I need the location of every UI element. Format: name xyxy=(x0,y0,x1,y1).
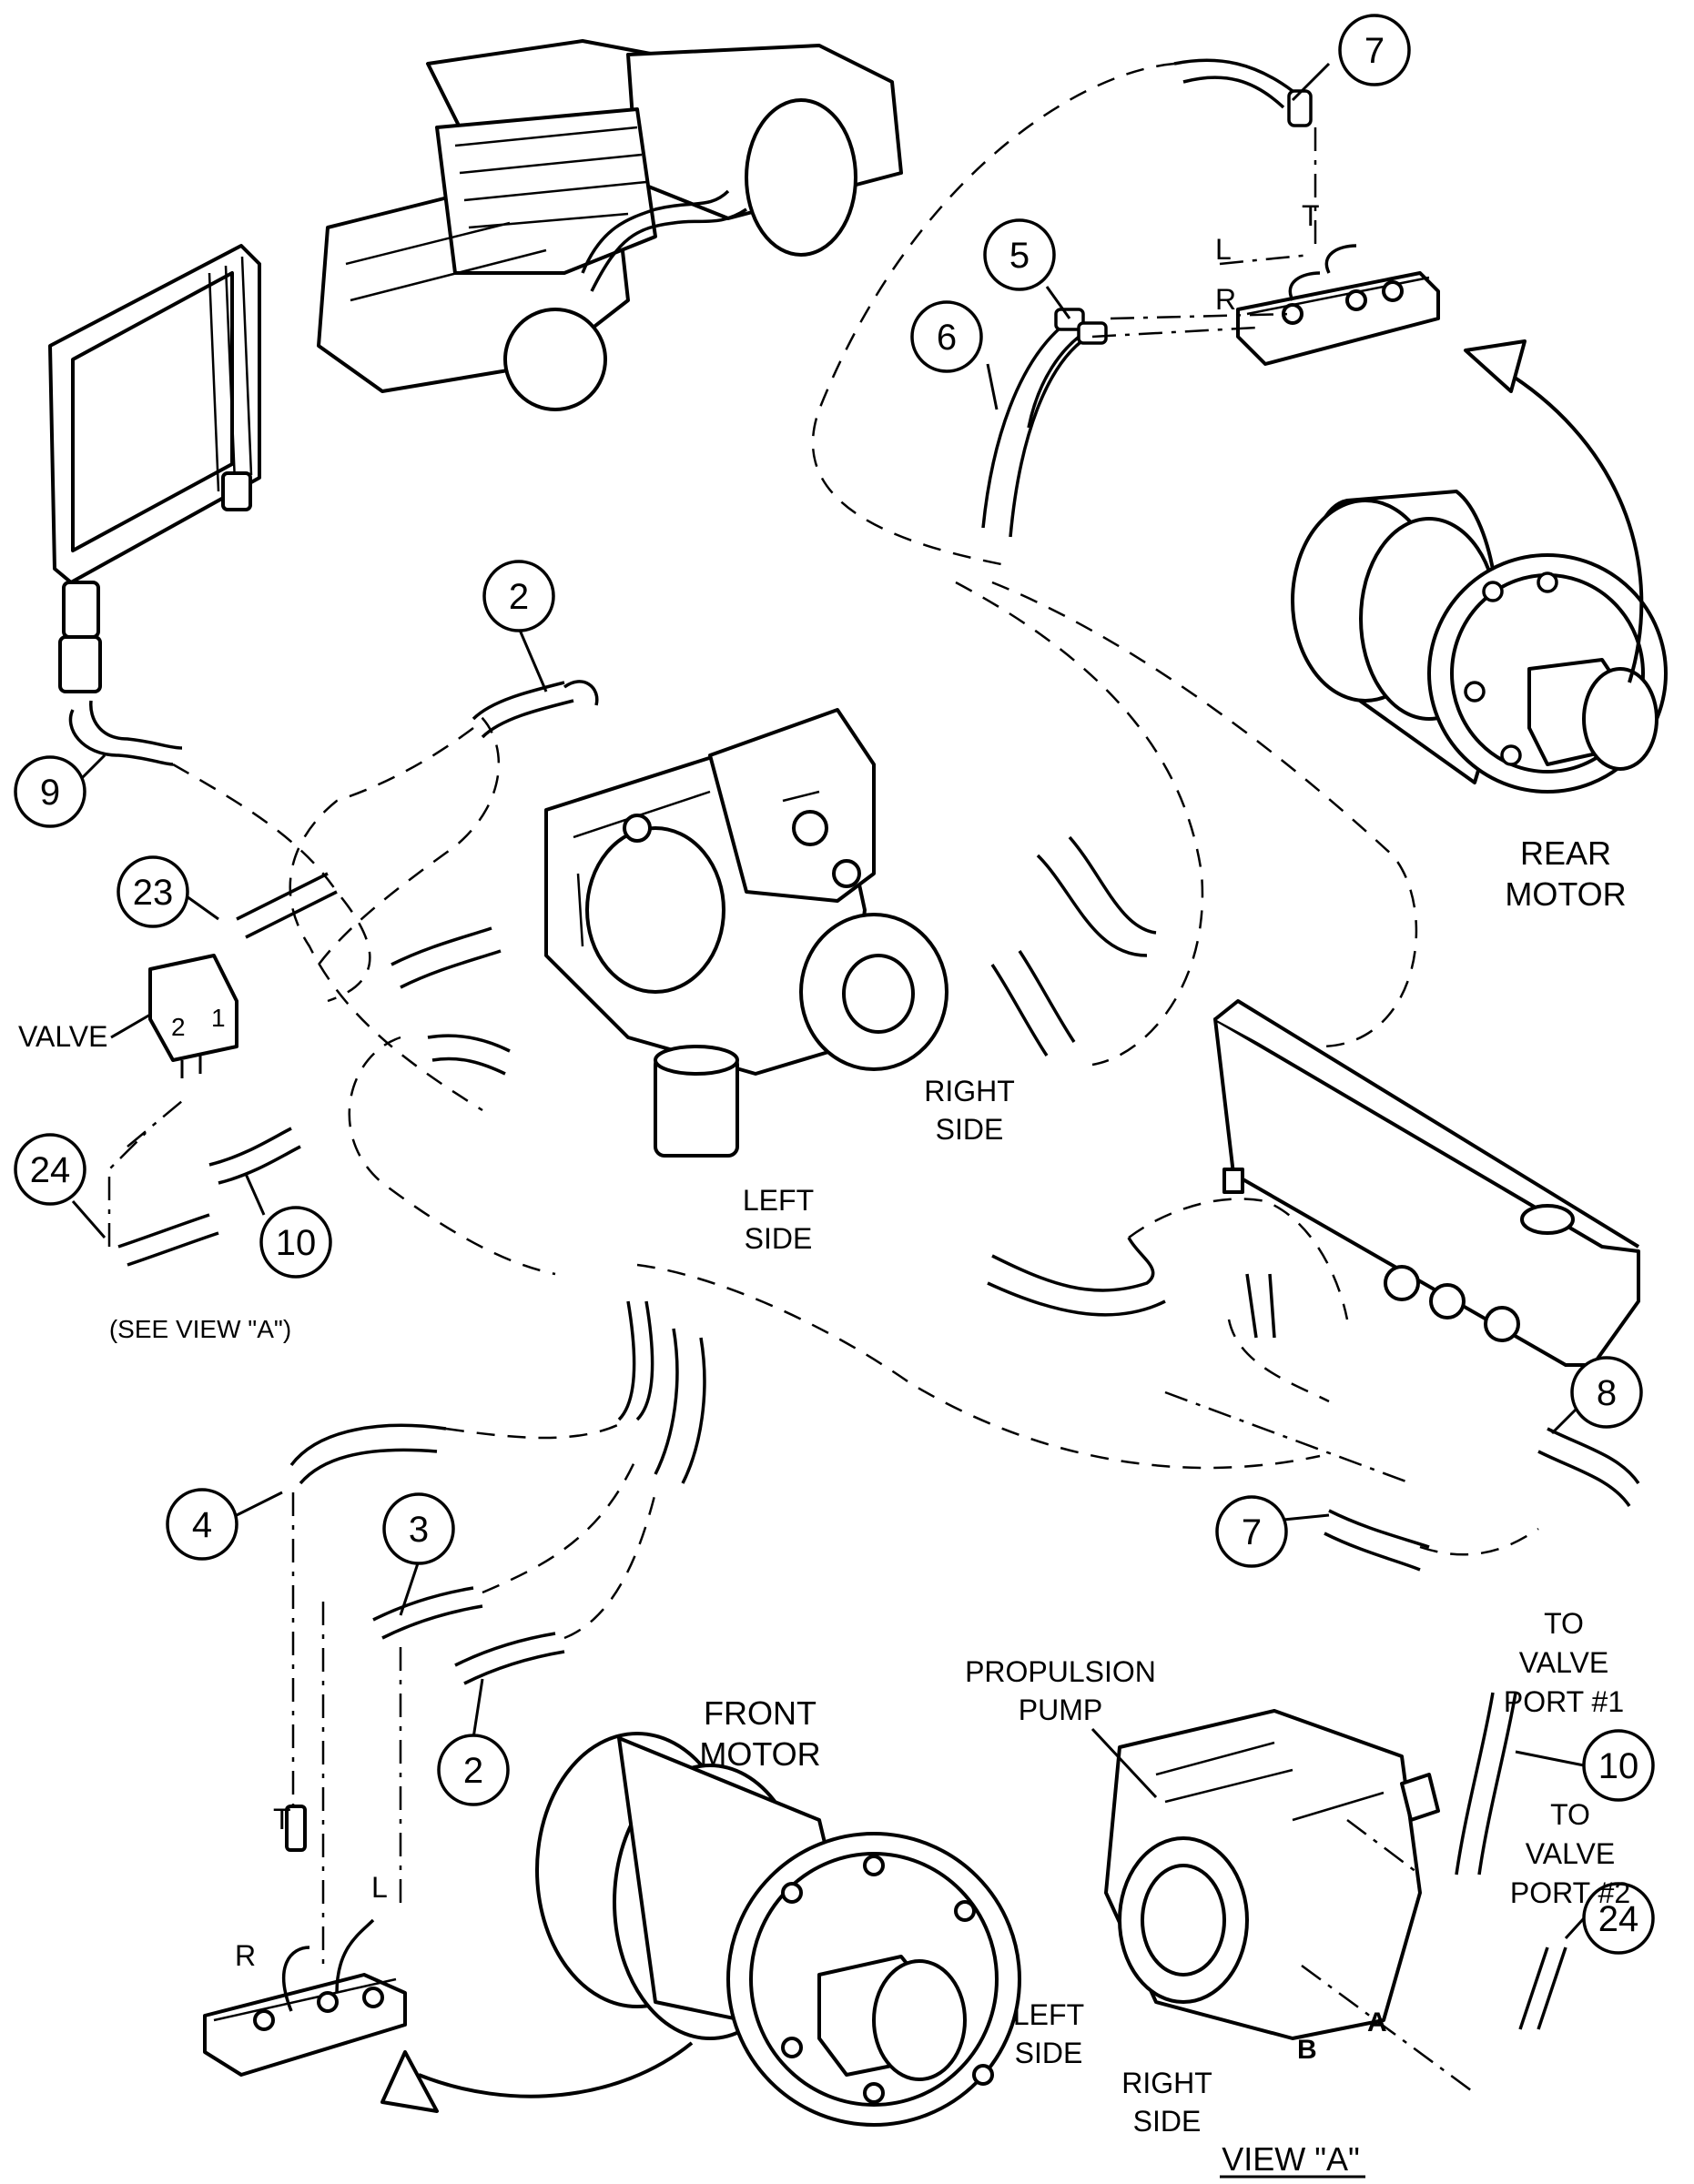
svg-text:10: 10 xyxy=(276,1223,317,1263)
callout-24-view: 24 xyxy=(1564,1882,1655,1955)
view-right-side-label-1: RIGHT xyxy=(1121,2067,1212,2099)
callout-9: 9 xyxy=(14,753,107,828)
view-right-side-label-2: SIDE xyxy=(1133,2105,1202,2138)
front-r-label: R xyxy=(235,1939,256,1972)
callout-24-left: 24 xyxy=(14,1133,107,1239)
callout-7-right: 7 xyxy=(1215,1495,1330,1568)
svg-text:4: 4 xyxy=(192,1505,212,1545)
to-valve-port2-label-1: TO xyxy=(1550,1798,1590,1831)
view-a-title: VIEW "A" xyxy=(1222,2140,1360,2178)
propulsion-pump-main xyxy=(544,708,948,1158)
view-a-pump xyxy=(1104,1709,1440,2040)
svg-text:7: 7 xyxy=(1242,1512,1262,1552)
svg-text:5: 5 xyxy=(1009,236,1030,276)
to-valve-port1-label-3: PORT #1 xyxy=(1504,1685,1624,1718)
to-valve-port1-label-1: TO xyxy=(1544,1607,1584,1640)
rotation-arrows xyxy=(380,339,1644,2113)
callout-2-bottom: 2 xyxy=(437,1678,510,1806)
hydraulic-tank xyxy=(1213,999,1640,1367)
rear-motor-manifold xyxy=(1236,244,1440,366)
callout-7-top: 7 xyxy=(1291,14,1411,102)
svg-text:3: 3 xyxy=(409,1510,429,1550)
valve-port-1-label: 1 xyxy=(211,1004,226,1032)
callout-6: 6 xyxy=(910,300,999,410)
svg-text:9: 9 xyxy=(40,773,60,813)
valve-label: VALVE xyxy=(18,1020,107,1053)
rear-t-label: T xyxy=(1302,199,1320,232)
svg-text:24: 24 xyxy=(1598,1899,1639,1939)
right-side-label-1: RIGHT xyxy=(924,1075,1015,1107)
front-motor-manifold xyxy=(203,1805,407,2077)
port-a-label: A xyxy=(1367,2007,1387,2037)
left-side-label-2: SIDE xyxy=(745,1222,813,1255)
view-left-side-label-1: LEFT xyxy=(1013,1998,1084,2031)
front-t-label: T xyxy=(273,1803,291,1835)
callout-10-view: 10 xyxy=(1515,1729,1655,1802)
callout-5: 5 xyxy=(983,218,1071,319)
callout-10-left: 10 xyxy=(244,1173,332,1279)
callout-23: 23 xyxy=(117,855,219,928)
front-motor-label-2: MOTOR xyxy=(699,1735,820,1773)
svg-text:6: 6 xyxy=(937,318,957,358)
to-valve-port1-label-2: VALVE xyxy=(1519,1646,1608,1679)
valve-body: 2 1 xyxy=(148,954,238,1078)
svg-text:23: 23 xyxy=(133,873,174,913)
callout-4: 4 xyxy=(166,1488,283,1561)
propulsion-pump-label-1: PROPULSION xyxy=(965,1655,1156,1688)
view-left-side-label-2: SIDE xyxy=(1015,2037,1083,2069)
rear-r-label: R xyxy=(1215,283,1236,316)
valve-port-2-label: 2 xyxy=(171,1013,186,1041)
text-labels: T L R REAR MOTOR VALVE RIGHT SIDE LEFT S… xyxy=(18,199,1630,2179)
callout-8: 8 xyxy=(1550,1356,1643,1435)
svg-text:2: 2 xyxy=(463,1751,483,1791)
port-b-label: B xyxy=(1297,2035,1317,2065)
to-valve-port2-label-3: PORT #2 xyxy=(1510,1876,1630,1909)
see-view-a-label: (SEE VIEW "A") xyxy=(109,1315,291,1343)
propulsion-pump-label-2: PUMP xyxy=(1019,1694,1102,1726)
oil-cooler xyxy=(48,244,261,693)
callout-3: 3 xyxy=(382,1492,455,1616)
hoses xyxy=(68,58,1640,2030)
svg-text:8: 8 xyxy=(1597,1373,1617,1413)
callout-2-top: 2 xyxy=(482,560,555,693)
front-motor-label-1: FRONT xyxy=(704,1694,817,1732)
roller-machine xyxy=(317,39,903,411)
front-motor xyxy=(535,1732,1021,2127)
svg-text:7: 7 xyxy=(1364,31,1385,71)
rear-l-label: L xyxy=(1215,233,1232,266)
svg-text:24: 24 xyxy=(30,1150,71,1190)
svg-text:2: 2 xyxy=(509,577,529,617)
to-valve-port2-label-2: VALVE xyxy=(1526,1837,1615,1870)
rear-motor-label-1: REAR xyxy=(1520,834,1611,872)
left-side-label-1: LEFT xyxy=(743,1184,814,1217)
front-l-label: L xyxy=(371,1871,388,1904)
rear-motor-label-2: MOTOR xyxy=(1505,875,1626,913)
svg-text:10: 10 xyxy=(1598,1746,1639,1786)
right-side-label-2: SIDE xyxy=(936,1113,1004,1146)
routing-lines xyxy=(107,62,1539,2095)
rear-motor xyxy=(1291,490,1668,794)
